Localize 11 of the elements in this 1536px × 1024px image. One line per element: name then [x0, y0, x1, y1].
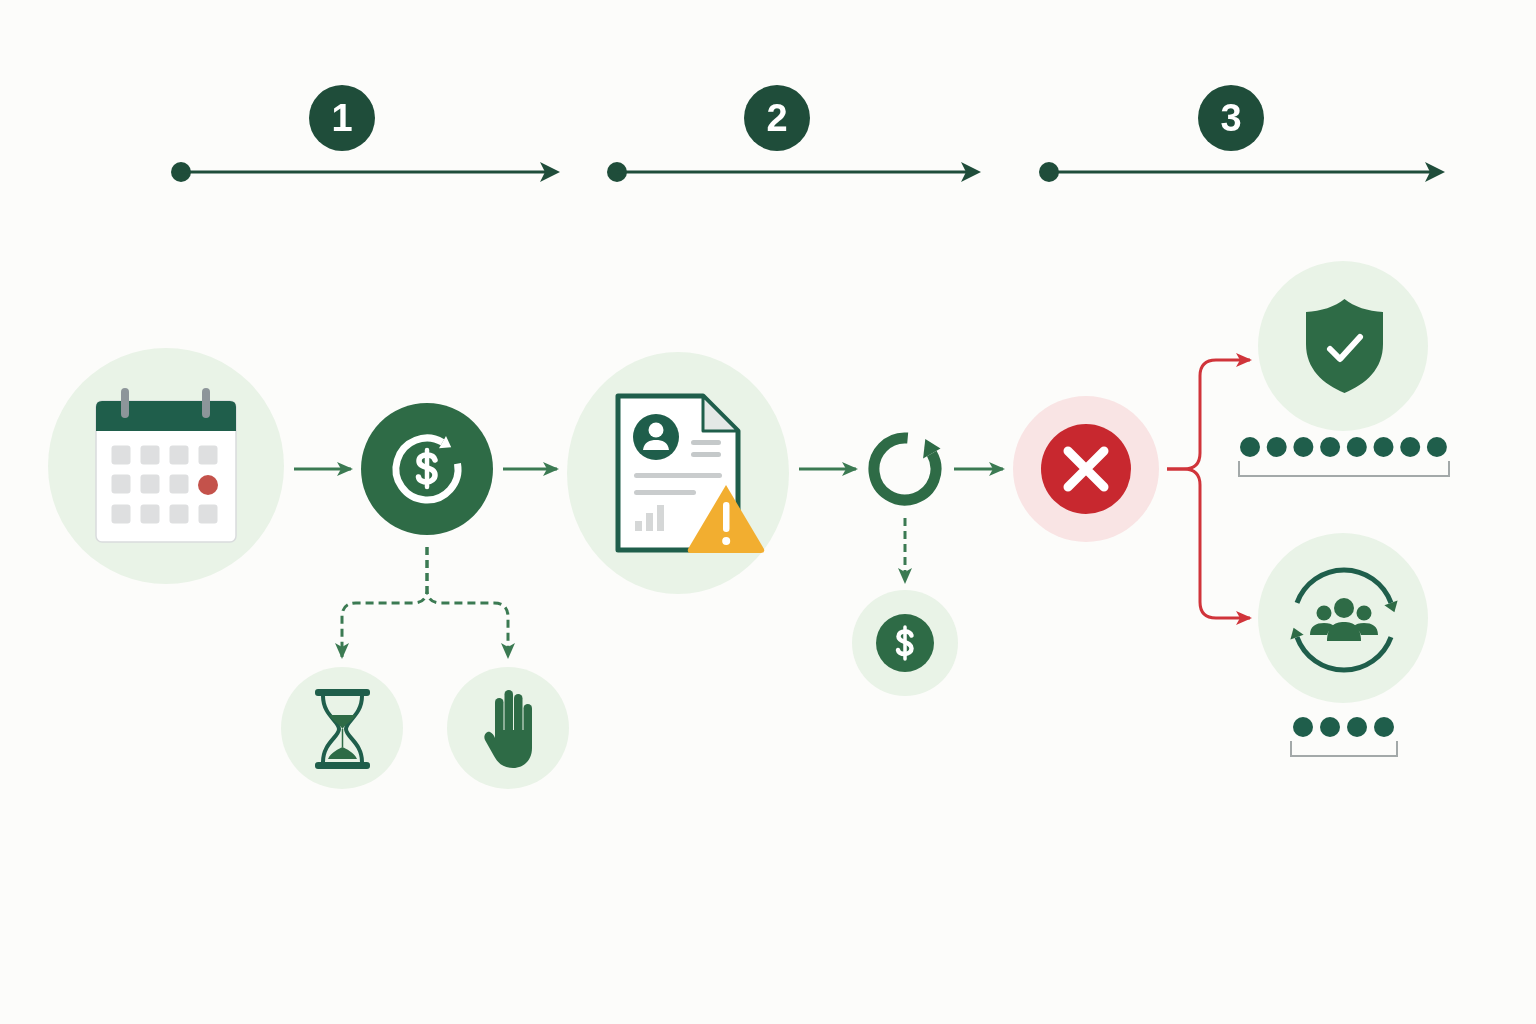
arrow: [294, 462, 353, 476]
dashed-arrow: [425, 547, 515, 659]
arrow: [503, 462, 559, 476]
arrow: [954, 462, 1005, 476]
refresh-icon: [866, 430, 944, 508]
step-number: 1: [309, 85, 375, 151]
dashed-arrow: [898, 518, 912, 584]
step-number: 2: [744, 85, 810, 151]
step-number: 3: [1198, 85, 1264, 151]
arrow: [799, 462, 858, 476]
arrow: [1167, 467, 1252, 625]
